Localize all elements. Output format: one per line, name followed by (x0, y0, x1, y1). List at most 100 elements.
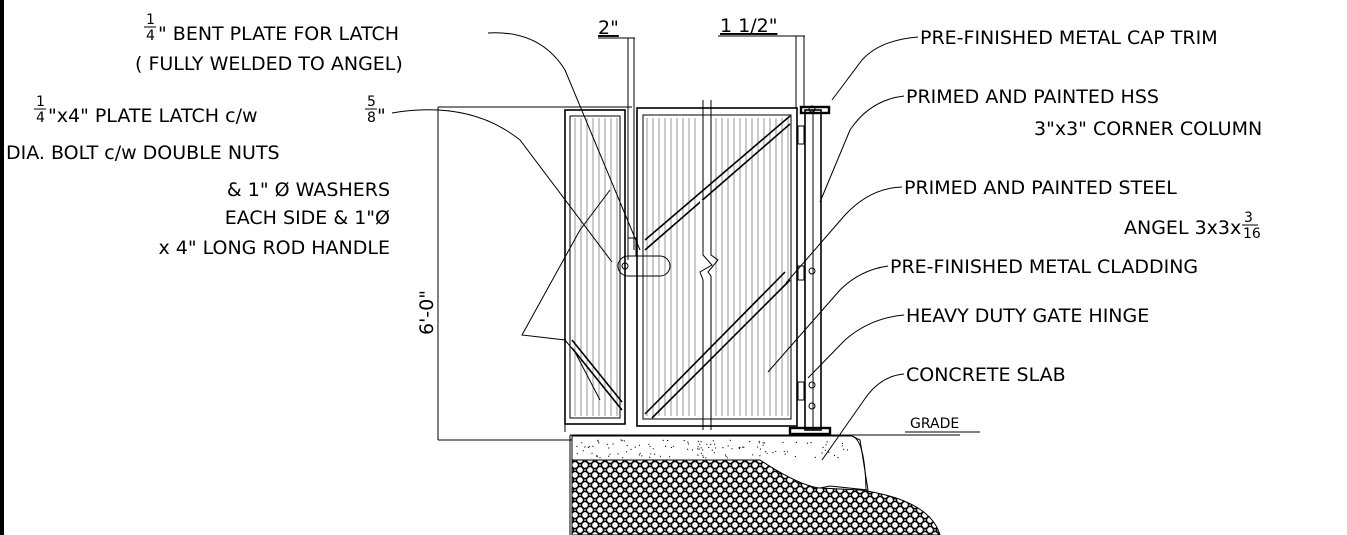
concrete-speck (731, 448, 733, 450)
grade-label: GRADE (910, 416, 959, 432)
latch-plate (617, 237, 671, 277)
concrete-speck (639, 452, 641, 454)
ground: GRADE (569, 416, 980, 535)
concrete-speck (705, 457, 707, 459)
concrete-speck (706, 443, 708, 445)
dim-1-1-2in-label: 1 1/2" (720, 15, 777, 37)
concrete-speck (606, 443, 608, 445)
concrete-speck (596, 455, 598, 457)
concrete-speck (725, 455, 727, 457)
latch-fraction1-num: 1 (36, 94, 45, 110)
concrete-speck (810, 442, 812, 444)
angle-fraction-den: 16 (1243, 226, 1261, 242)
concrete-speck (670, 446, 673, 449)
concrete-speck (621, 440, 623, 442)
concrete-speck (784, 453, 786, 455)
concrete-speck (775, 450, 777, 453)
concrete-speck (727, 445, 729, 447)
concrete-speck (576, 445, 578, 448)
concrete-speck (649, 456, 651, 458)
concrete-speck (691, 449, 694, 451)
concrete-speck (712, 440, 714, 442)
concrete-speck (592, 445, 594, 447)
concrete-speck (766, 452, 768, 454)
concrete-speck (713, 452, 715, 454)
concrete-speck (638, 444, 641, 446)
corner-column (788, 105, 832, 436)
concrete-speck (724, 454, 727, 456)
cladding-label: PRE-FINISHED METAL CLADDING (890, 256, 1198, 278)
concrete-speck (587, 446, 589, 448)
concrete-speckle (576, 439, 849, 459)
concrete-speck (715, 447, 717, 449)
top-dimensions: 2" 1 1/2" (598, 15, 805, 260)
concrete-speck (697, 448, 699, 450)
concrete-speck (641, 455, 643, 457)
bent-plate-line2: ( FULLY WELDED TO ANGEL) (135, 53, 403, 75)
concrete-speck (786, 451, 789, 453)
concrete-speck (739, 446, 741, 448)
concrete-speck (702, 455, 704, 457)
concrete-speck (722, 447, 724, 449)
concrete-speck (598, 442, 600, 444)
concrete-speck (795, 441, 798, 444)
concrete-speck (648, 443, 650, 445)
hss-label-line1: PRIMED AND PAINTED HSS (906, 86, 1159, 108)
concrete-speck (758, 440, 760, 442)
concrete-speck (833, 454, 836, 457)
height-dimension: 6'-0" (416, 106, 632, 441)
concrete-speck (759, 455, 761, 457)
concrete-speck (591, 452, 593, 454)
concrete-speck (649, 445, 651, 448)
gate-panel-left (564, 109, 626, 425)
concrete-speck (752, 454, 754, 456)
concrete-speck (687, 443, 690, 445)
concrete-speck (763, 442, 766, 444)
hinge-label: HEAVY DUTY GATE HINGE (906, 305, 1149, 327)
concrete-speck (783, 450, 785, 453)
bent-plate-line1: " BENT PLATE FOR LATCH (158, 23, 399, 45)
concrete-speck (782, 441, 784, 443)
concrete-speck (825, 444, 827, 446)
concrete-speck (806, 442, 809, 444)
concrete-speck (687, 448, 689, 450)
concrete-speck (711, 449, 713, 451)
concrete-speck (814, 456, 816, 458)
concrete-speck (727, 457, 729, 459)
concrete-speck (743, 446, 745, 448)
concrete-speck (710, 443, 712, 446)
gate-ribs (574, 118, 789, 416)
concrete-speck (826, 441, 828, 443)
concrete-speck (758, 442, 761, 444)
concrete-speck (772, 452, 774, 454)
concrete-speck (697, 440, 699, 442)
concrete-speck (623, 440, 625, 442)
concrete-speck (609, 453, 611, 455)
concrete-speck (759, 448, 762, 450)
concrete-speck (714, 443, 716, 445)
note-bent-plate: 1 4 " BENT PLATE FOR LATCH ( FULLY WELDE… (135, 12, 403, 75)
latch-line2: DIA. BOLT c/w DOUBLE NUTS (6, 142, 280, 164)
concrete-speck (662, 439, 664, 441)
latch-fraction1-den: 4 (36, 110, 45, 126)
concrete-speck (821, 452, 823, 454)
concrete-speck (669, 456, 671, 458)
concrete-speck (654, 453, 656, 455)
concrete-speck (842, 442, 844, 444)
concrete-speck (652, 448, 654, 450)
concrete-speck (608, 447, 610, 449)
concrete-speck (630, 448, 632, 451)
gate-panel-right (636, 100, 798, 430)
concrete-speck (672, 445, 675, 447)
concrete-speck (843, 448, 845, 450)
concrete-speck (659, 455, 662, 457)
concrete-speck (576, 453, 579, 455)
concrete-speck (597, 440, 599, 442)
latch-line5: x 4" LONG ROD HANDLE (158, 237, 390, 259)
bent-plate-fraction-den: 4 (146, 28, 155, 44)
concrete-speck (697, 446, 699, 448)
latch-fraction2-den: 8 (367, 110, 376, 126)
concrete-speck (667, 439, 669, 442)
latch-line1b: " (377, 105, 386, 127)
